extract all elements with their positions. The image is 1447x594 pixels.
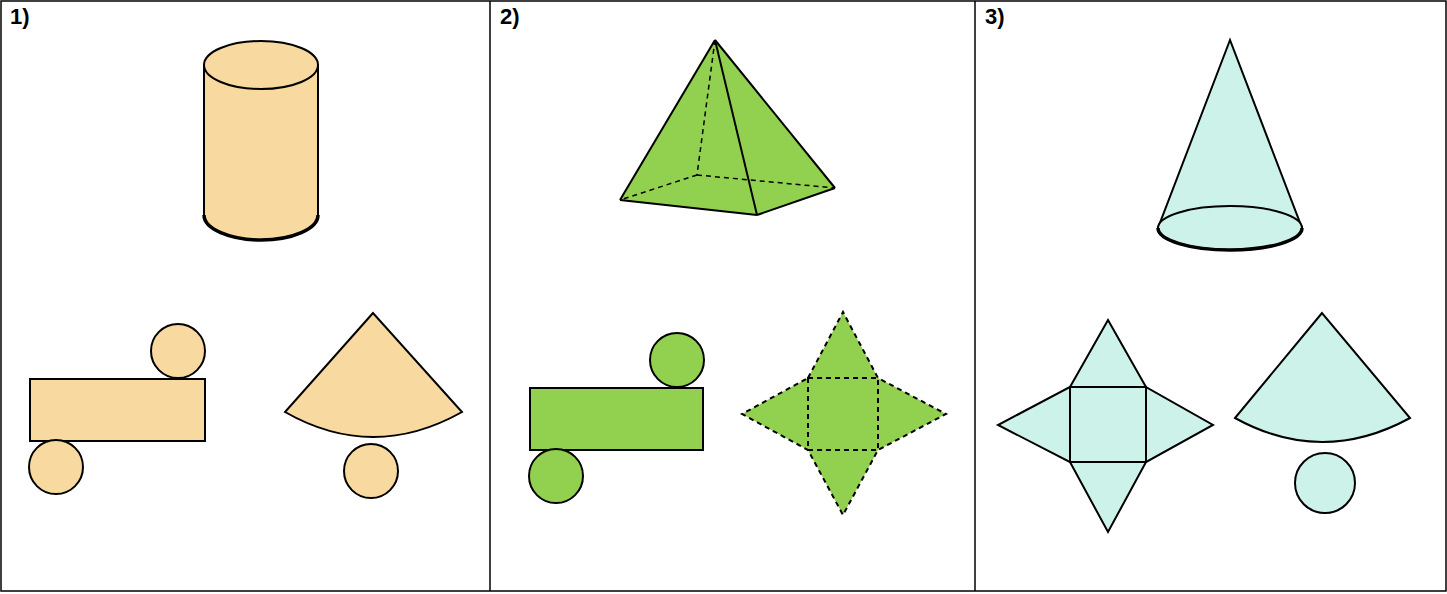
pyramid-panel — [529, 40, 946, 515]
cone-panel — [998, 40, 1410, 532]
panel-number: 2) — [500, 6, 520, 28]
panel-number: 3) — [985, 6, 1005, 28]
cylinder-panel — [29, 41, 462, 498]
panel-number: 1) — [10, 6, 30, 28]
